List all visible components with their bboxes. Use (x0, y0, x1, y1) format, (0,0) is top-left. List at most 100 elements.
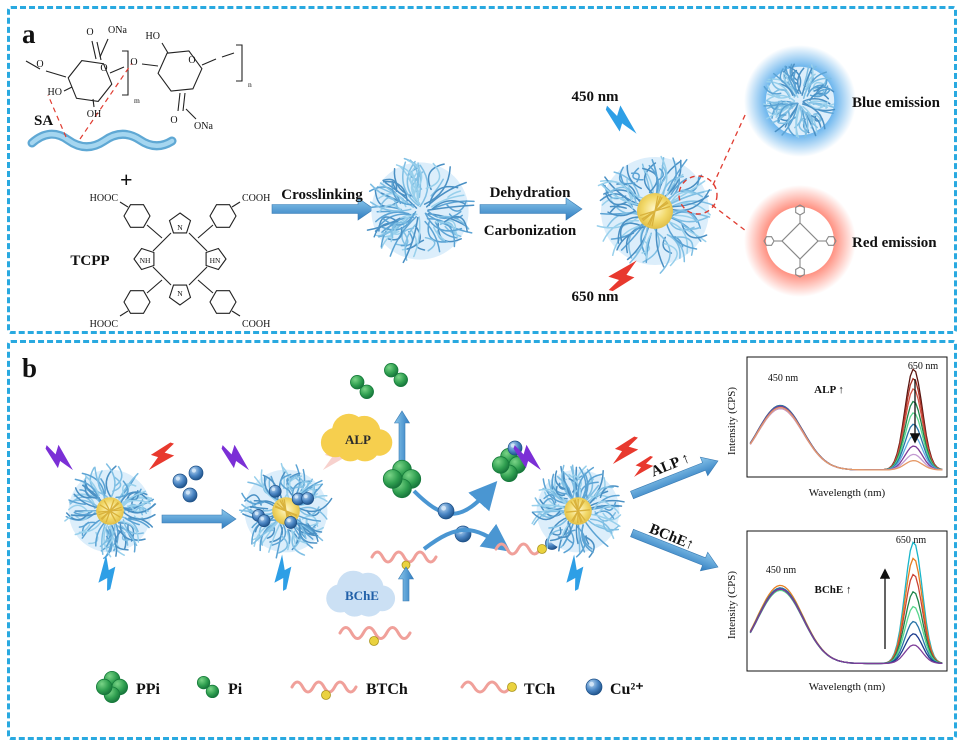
cu-ion (284, 516, 298, 529)
sa-ona1: ONa (108, 25, 127, 36)
btch-middle (370, 550, 438, 564)
alp-chart-xlabel: Wavelength (nm) (809, 487, 886, 499)
legend-tch-icon (460, 680, 512, 694)
crosslinking-arrow (271, 197, 375, 221)
panel-a-synthesis: a O O ONa HO OH O O m HO O O ONa n SA + … (7, 6, 957, 334)
carbonization-label: Carbonization (484, 223, 577, 239)
uv-bolt-1 (45, 444, 73, 471)
sa-o-double2: O (170, 115, 177, 126)
thiol-dot (369, 636, 379, 646)
cu-capture-arrow-bottom (422, 523, 511, 552)
magnified-region-circle (678, 175, 718, 215)
sa-structure (25, 38, 243, 120)
cu-ion (188, 465, 204, 481)
sa-o-chain: O (36, 59, 43, 70)
carbonization-arrow (479, 197, 583, 221)
sa-label: SA (34, 113, 53, 129)
legend-cu-label: Cu²⁺ (610, 681, 644, 698)
blue-bolt-2 (274, 554, 292, 591)
cu-ion (301, 492, 315, 505)
red-bolt-1 (148, 442, 175, 470)
panel-b-canvas: b ALP BChE ALP ↑ BChE↑ Intensity (CPS) 4… (22, 353, 948, 704)
legend-ppi-label: PPi (136, 681, 161, 698)
ppi-hydrolysis-arrow (393, 410, 411, 462)
legend-pi-icon (196, 675, 220, 699)
sa-bridge-o: O (130, 57, 137, 68)
tcpp-cooh-br: COOH (242, 319, 270, 329)
sa-sub-m: m (134, 96, 140, 105)
crosslinking-label: Crosslinking (281, 187, 363, 203)
dehydration-label: Dehydration (490, 185, 571, 201)
tch-product (494, 542, 542, 556)
uv-bolt-3 (513, 444, 541, 471)
alp-chart-plot-area (746, 356, 948, 478)
alp-chart-enzyme-label: ALP ↑ (814, 384, 844, 396)
blue-bolt-3 (566, 554, 584, 591)
blue-bolt-1 (98, 554, 116, 591)
tcpp-cooh-tr: COOH (242, 193, 270, 204)
sa-ho2: HO (146, 31, 160, 42)
bche-chart-ylabel: Intensity (CPS) (726, 571, 738, 639)
legend-ppi-icon (95, 671, 129, 704)
legend-btch-icon (290, 680, 358, 694)
bche-response-arrow (630, 528, 719, 572)
thiol-dot (507, 682, 517, 692)
panel-b-sensing: b ALP BChE ALP ↑ BChE↑ Intensity (CPS) 4… (7, 340, 957, 740)
cu-quenched-nanoparticle (238, 462, 333, 559)
sa-oh1: OH (87, 109, 101, 120)
cu-ion (437, 502, 455, 520)
btch-bottom (338, 626, 412, 640)
btch-hydrolysis-arrow (397, 566, 415, 602)
alp-chart-450-label: 450 nm (768, 373, 799, 384)
sa-ho1: HO (48, 87, 62, 98)
alp-response-arrow (630, 456, 719, 500)
ppi-clover (382, 459, 422, 499)
tcpp-structure (119, 201, 241, 317)
pi-product-2 (384, 363, 408, 387)
porphyrin-mini (763, 204, 837, 278)
red-emission-label: Red emission (852, 235, 937, 251)
tcpp-n-bottom: N (177, 289, 183, 298)
cu-ion (172, 473, 188, 489)
blue-emission-ball (763, 63, 836, 139)
bche-cloud (326, 570, 396, 617)
cu-ion (182, 487, 198, 503)
add-cu-arrow (161, 508, 237, 530)
legend-tch-label: TCh (524, 681, 555, 698)
porphyrin-circle (766, 207, 834, 275)
sa-ona2: ONa (194, 121, 213, 132)
alp-chart-650-label: 650 nm (908, 361, 939, 372)
tcpp-hooc-tl: HOOC (90, 193, 119, 204)
crosslinked-nanoparticle (366, 157, 475, 264)
bche-spectra-curves (749, 541, 943, 665)
carbon-dot-nanoparticle (596, 155, 715, 274)
spectrum-curve (749, 406, 943, 471)
alp-cloud (320, 413, 393, 462)
thiol-dot (321, 690, 331, 700)
pi-product-1 (350, 375, 374, 399)
bche-chart-plot-area (746, 530, 948, 672)
sa-ring-o2: O (188, 55, 195, 66)
tcpp-hooc-bl: HOOC (90, 319, 119, 329)
tcpp-hn-right: HN (210, 256, 221, 265)
tcpp-label: TCPP (70, 253, 109, 269)
spectrum-chart-bche: Intensity (CPS) 450 nm BChE ↑ 650 nm Wav… (726, 530, 948, 693)
legend-pi-label: Pi (228, 681, 243, 698)
uv-bolt-2 (221, 444, 249, 471)
bche-cloud-label: BChE (345, 588, 379, 603)
bche-chart-enzyme-label: BChE ↑ (815, 584, 852, 596)
thiol-dot (537, 544, 547, 554)
panel-b-tag: b (22, 353, 37, 383)
panel-a-tag: a (22, 19, 36, 49)
excitation-450-bolt (605, 105, 637, 134)
tcpp-nh-left: NH (140, 256, 151, 265)
cu-ion (585, 678, 603, 696)
red-bolt-3a (612, 436, 639, 464)
legend-btch-label: BTCh (366, 681, 408, 698)
spectrum-chart-alp: Intensity (CPS) 450 nm ALP ↑ 650 nm Wave… (726, 356, 948, 499)
cu-ion (257, 514, 271, 528)
sa-sub-n: n (248, 80, 252, 89)
blue-emission-label: Blue emission (852, 95, 941, 111)
cu-ion (268, 484, 282, 498)
